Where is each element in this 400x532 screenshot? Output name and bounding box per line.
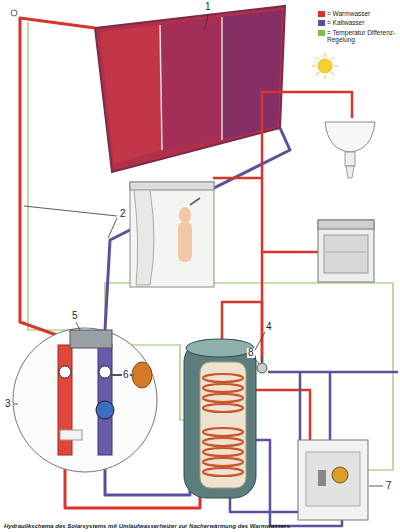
caption: Hydraulikschema des Solarsystems mit Uml… xyxy=(4,523,290,529)
legend-row: = Warmwasser xyxy=(318,10,398,17)
legend-swatch xyxy=(318,20,325,26)
legend-text: = Kaltwasser xyxy=(327,19,364,26)
callout-number: 4 xyxy=(265,322,273,332)
legend-row: = Kaltwasser xyxy=(318,19,398,26)
callout-number: 2 xyxy=(119,209,127,219)
callout-number: 3 xyxy=(4,399,12,409)
legend-text: = Warmwasser xyxy=(327,10,370,17)
callout-number: 6 xyxy=(122,370,130,380)
callout-number: 5 xyxy=(71,311,79,321)
legend-text: = Temperatur Differenz-Regelung xyxy=(327,29,398,44)
legend-row: = Temperatur Differenz-Regelung xyxy=(318,29,398,44)
callout-number: 8 xyxy=(247,348,255,358)
legend-swatch xyxy=(318,30,325,36)
callout-number: 7 xyxy=(385,481,393,491)
callout-number: 1 xyxy=(204,2,212,12)
legend: = Warmwasser = Kaltwasser = Temperatur Dif… xyxy=(318,10,398,46)
legend-swatch xyxy=(318,11,325,17)
